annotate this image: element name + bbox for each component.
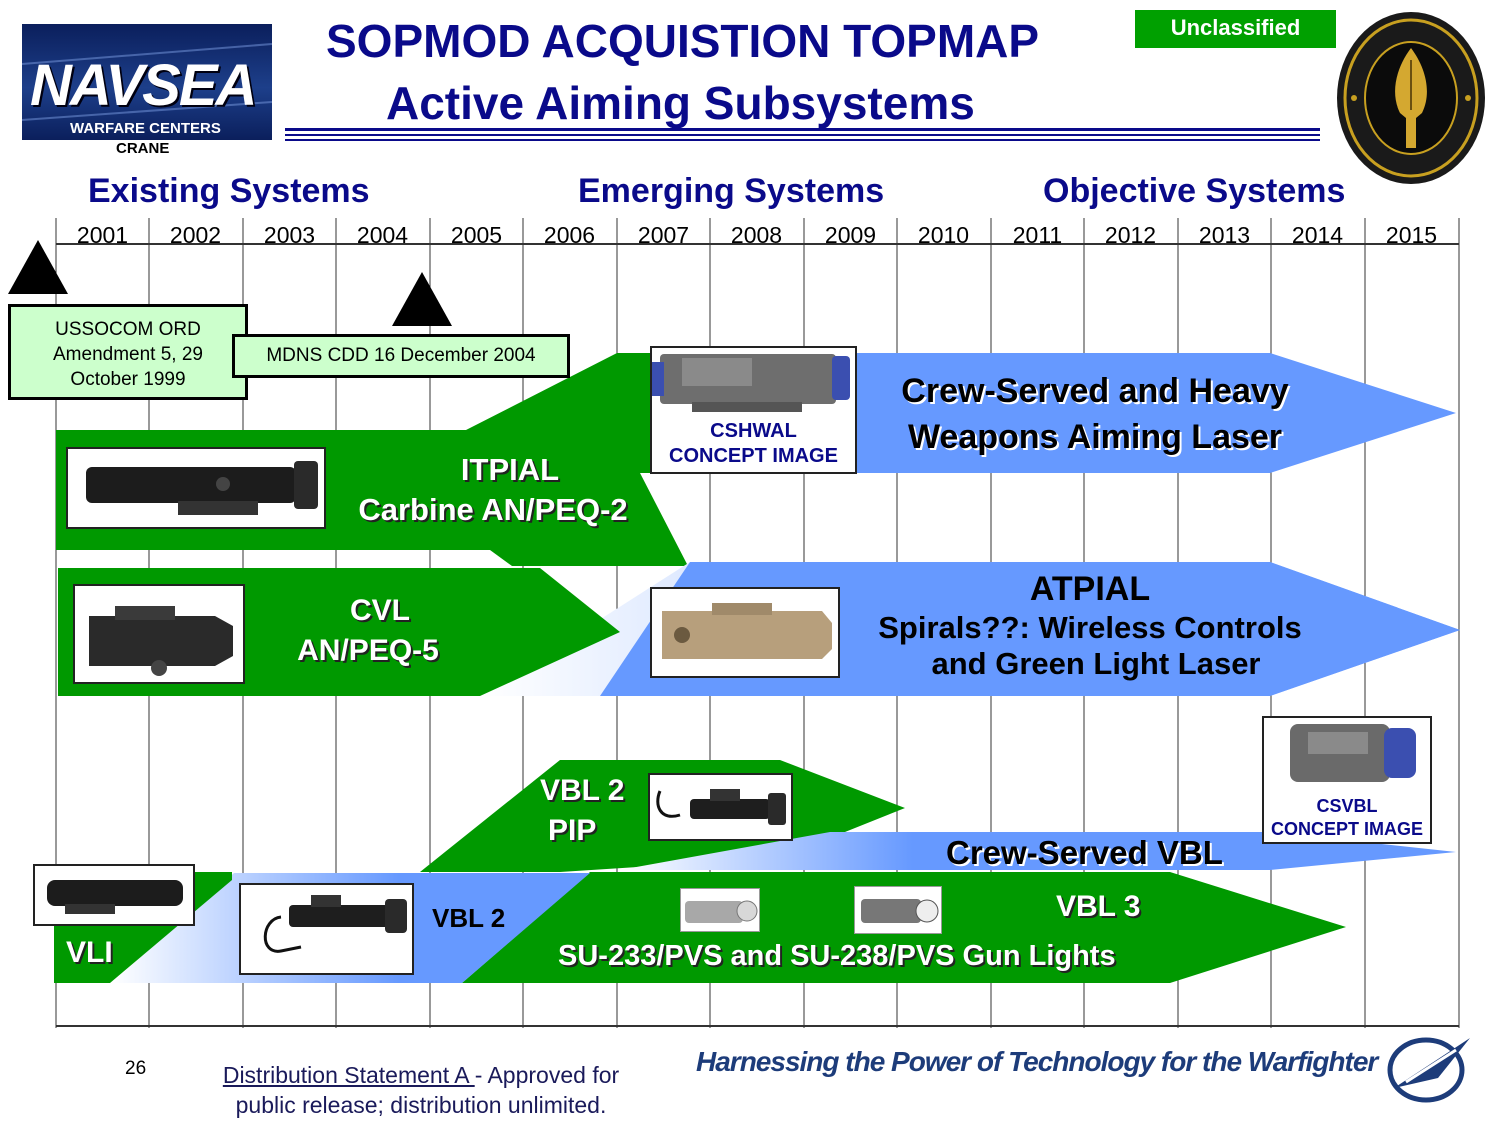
vbl2-photo (239, 883, 414, 975)
cvl-photo (73, 584, 245, 684)
year-label: 2012 (1104, 222, 1157, 248)
csvbl-caption-1: CSVBL (1316, 796, 1378, 816)
cshwal-arrow (700, 353, 1456, 473)
footer-slogan: Harnessing the Power of Technology for t… (696, 1046, 1378, 1077)
page-title-line1: SOPMOD ACQUISTION TOPMAP (326, 15, 1040, 67)
vbl2pip-label-2: PIP (548, 814, 597, 847)
vli-label: VLI (66, 936, 113, 969)
navsea-logo: NAVSEA WARFARE CENTERS (22, 24, 272, 140)
cvl-device-icon (89, 606, 233, 676)
cshwal-caption-2: CONCEPT IMAGE (669, 445, 838, 467)
flag-stripes-icon (22, 43, 272, 121)
cvl-label-2: AN/PEQ-5 (297, 634, 439, 667)
cshwal-photo: CSHWAL CONCEPT IMAGE (650, 346, 857, 474)
vbl2pip-label-1: VBL 2 (540, 774, 625, 807)
header-rule (285, 128, 1320, 141)
ord-note-line3: October 1999 (70, 369, 186, 390)
year-label: 2010 (917, 222, 970, 248)
year-label: 2009 (824, 222, 877, 248)
year-label: 2001 (76, 222, 129, 248)
navsea-logo-sub1: WARFARE CENTERS (70, 120, 221, 137)
distribution-statement: Distribution Statement A - Approved for … (186, 1060, 656, 1120)
cdd-note: MDNS CDD 16 December 2004 (232, 334, 570, 378)
atpial-label-2: Spirals??: Wireless Controls (878, 610, 1302, 645)
itpial-photo (66, 447, 326, 529)
gun-light-icon (685, 900, 758, 923)
classification-text: Unclassified (1170, 15, 1301, 40)
distribution-rest: - Approved for (474, 1062, 620, 1088)
csvbl-device-icon (1290, 724, 1416, 782)
flashlight-icon (656, 789, 786, 825)
laser-device-icon (86, 461, 318, 515)
navsea-logo-main: NAVSEA (30, 53, 257, 118)
cshwal-label-2: Weapons Aiming Laser (907, 418, 1283, 456)
cshwal-caption-1: CSHWAL (710, 420, 797, 442)
itpial-label-2: Carbine AN/PEQ-2 (358, 492, 628, 527)
cshwal-device-icon (652, 354, 850, 412)
year-label: 2007 (637, 222, 690, 248)
navsea-logo-sub2: CRANE (116, 140, 170, 157)
warfare-center-emblem-icon (1387, 1037, 1470, 1103)
cdd-note-text: MDNS CDD 16 December 2004 (266, 345, 536, 366)
vbl2-label: VBL 2 (432, 903, 506, 933)
socom-seal-icon (1337, 12, 1485, 184)
section-objective: Objective Systems (1043, 172, 1346, 210)
milestone-triangle-ord (8, 240, 68, 294)
year-label: 2013 (1198, 222, 1251, 248)
distribution-line1: Distribution Statement A - Approved for (186, 1060, 656, 1090)
section-emerging: Emerging Systems (578, 172, 885, 210)
su238-photo (854, 886, 942, 934)
year-label: 2006 (543, 222, 596, 248)
distribution-link[interactable]: Distribution Statement A (222, 1062, 475, 1088)
atpial-label-3: and Green Light Laser (931, 646, 1261, 681)
ord-note-line2: Amendment 5, 29 (53, 344, 203, 365)
cshwal-label-1: Crew-Served and Heavy (901, 372, 1289, 410)
section-existing: Existing Systems (88, 172, 370, 210)
classification-badge: Unclassified (1135, 10, 1336, 48)
year-label: 2004 (356, 222, 409, 248)
year-label: 2011 (1012, 222, 1063, 248)
atpial-photo (650, 587, 840, 678)
year-label: 2008 (730, 222, 783, 248)
csvbl-photo: CSVBL CONCEPT IMAGE (1262, 716, 1432, 844)
csvbl-label: Crew-Served VBL (946, 834, 1223, 871)
csvbl-arrow (620, 832, 1456, 870)
year-label: 2015 (1385, 222, 1438, 248)
atpial-label-1: ATPIAL (1029, 570, 1151, 608)
vbl3-label-1: VBL 3 (1056, 890, 1141, 923)
milestone-triangle-cdd (392, 272, 452, 326)
year-label: 2003 (263, 222, 316, 248)
year-label: 2002 (169, 222, 222, 248)
vbl2pip-photo (648, 773, 793, 841)
ord-note-line1: USSOCOM ORD (55, 319, 201, 340)
year-label: 2005 (450, 222, 503, 248)
year-label: 2014 (1291, 222, 1344, 248)
vbl3-label-2: SU-233/PVS and SU-238/PVS Gun Lights (558, 940, 1116, 972)
atpial-device-icon (662, 603, 832, 659)
vli-device-icon (47, 880, 183, 914)
distribution-line2: public release; distribution unlimited. (235, 1092, 607, 1118)
page-title-line2: Active Aiming Subsystems (386, 77, 975, 129)
ord-note: USSOCOM ORD Amendment 5, 29 October 1999 (8, 304, 248, 400)
itpial-label-1: ITPIAL (460, 452, 560, 487)
vli-photo (33, 864, 195, 926)
cvl-label-1: CVL (350, 594, 410, 627)
su233-photo (680, 888, 760, 932)
csvbl-caption-2: CONCEPT IMAGE (1270, 819, 1423, 839)
gun-light-icon (861, 899, 939, 923)
page-number: 26 (125, 1058, 147, 1079)
weapon-light-icon (263, 895, 407, 953)
